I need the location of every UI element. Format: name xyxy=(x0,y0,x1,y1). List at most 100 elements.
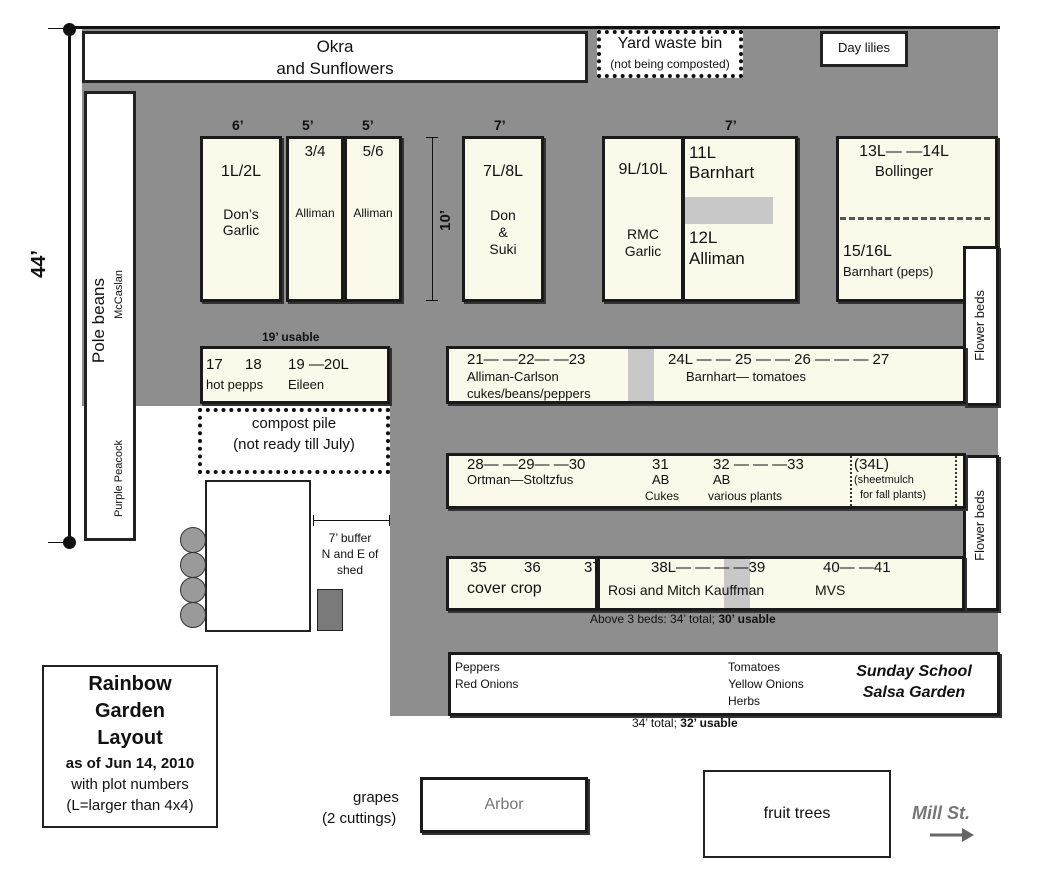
bed-18-num: 18 xyxy=(245,356,262,373)
buffer-tick-right xyxy=(389,515,390,526)
yard-waste-bin xyxy=(597,30,743,78)
row-34-name-2: for fall plants) xyxy=(860,489,927,501)
legend-date: as of Jun 14, 2010 xyxy=(65,755,195,772)
buffer-line xyxy=(313,520,390,521)
bed-9L-10L xyxy=(602,136,684,302)
above-three-note-plain: Above 3 beds: 34’ total; xyxy=(590,612,719,626)
bed-17-20L xyxy=(200,346,390,404)
arbor-label: Arbor xyxy=(484,796,524,813)
row-35-num: 35 xyxy=(470,559,487,576)
rain-barrel-1 xyxy=(180,527,206,553)
salsa-title-2: Salsa Garden xyxy=(862,684,966,701)
bed-15-num: 15/16L xyxy=(843,243,892,260)
mill-st-label: Mill St. xyxy=(912,803,970,823)
salsa-note-bold: 32’ usable xyxy=(680,716,738,730)
buffer-label-2: N and E of xyxy=(321,547,379,561)
fruit-trees-area xyxy=(703,770,891,858)
row-40-num: 40— —41 xyxy=(823,559,891,576)
above-three-note-bold: 30’ usable xyxy=(718,612,776,626)
left-tick-top xyxy=(48,28,70,29)
dimension-dot-top xyxy=(63,23,76,36)
height-label: 44’ xyxy=(28,250,50,278)
row-34-divider-left xyxy=(850,456,852,506)
row-35-name: cover crop xyxy=(467,580,542,597)
width-label-7b: 7’ xyxy=(725,117,737,133)
buffer-label-1: 7’ buffer xyxy=(328,531,372,545)
bed-7-name-1: Don xyxy=(490,207,516,223)
bed-1-name-2: Garlic xyxy=(222,222,260,238)
bed-5-name: Alliman xyxy=(353,206,393,220)
ten-foot-tick-bottom xyxy=(426,300,438,301)
width-label-5b: 5’ xyxy=(362,117,374,133)
okra-label-2: and Sunflowers xyxy=(276,59,394,78)
bed-9-num: 9L/10L xyxy=(618,161,668,178)
ten-foot-label: 10’ xyxy=(437,210,454,231)
shed xyxy=(205,480,311,632)
shed-bin xyxy=(317,589,343,631)
rain-barrel-3 xyxy=(180,577,206,603)
day-lilies-bed xyxy=(820,31,908,67)
okra-bed xyxy=(82,31,588,83)
row-24-num: 24L — — 25 — — 26 — — — 27 xyxy=(668,351,890,368)
height-dimension-line xyxy=(68,28,71,543)
legend-title-1: Rainbow xyxy=(88,673,172,695)
pole-beans-label: Pole beans xyxy=(89,278,108,364)
bed-3-name: Alliman xyxy=(295,206,335,220)
salsa-mid-2: Yellow Onions xyxy=(728,677,804,691)
bed-13-num: 13L— —14L xyxy=(859,143,949,160)
salsa-note: 34’ total; 32’ usable xyxy=(632,716,738,731)
bed-15-name: Barnhart (peps) xyxy=(843,264,934,279)
salsa-left-2: Red Onions xyxy=(455,677,519,691)
row-38-name: Rosi and Mitch Kauffman xyxy=(608,582,765,598)
salsa-note-plain: 34’ total; xyxy=(632,716,681,730)
width-label-5a: 5’ xyxy=(302,117,314,133)
row-38-path xyxy=(724,559,750,608)
row-34-num: (34L) xyxy=(854,456,890,473)
bed-7L-8L xyxy=(462,136,544,302)
ten-foot-line xyxy=(432,137,433,301)
bed-11-name: Barnhart xyxy=(689,163,755,182)
row-38-num: 38L— — — —39 xyxy=(651,559,766,576)
bed-1-name-1: Don’s xyxy=(223,206,259,222)
bed-9-name-2: Garlic xyxy=(624,243,662,259)
salsa-title-1: Sunday School xyxy=(856,663,972,680)
row-32-num: 32 — — —33 xyxy=(713,456,804,473)
bed-1L-2L xyxy=(200,136,282,302)
legend-line-6: (L=larger than 4x4) xyxy=(66,797,194,814)
compost-label-2: (not ready till July) xyxy=(233,436,355,453)
bed-12-num: 12L xyxy=(689,228,718,247)
arbor xyxy=(420,777,588,833)
bed-12-name: Alliman xyxy=(689,249,745,268)
arrow-right-icon xyxy=(930,828,974,842)
buffer-label-3: shed xyxy=(336,563,364,577)
above-three-beds-note: Above 3 beds: 34’ total; 30’ usable xyxy=(590,612,776,627)
left-tick-bottom xyxy=(48,542,70,543)
bed-7-name-3: Suki xyxy=(489,241,517,257)
width-label-6: 6’ xyxy=(232,117,244,133)
compost-pile xyxy=(198,408,390,474)
row-31-name-1: AB xyxy=(652,472,670,487)
rain-barrel-4 xyxy=(180,602,206,628)
bed-19-name: Eileen xyxy=(288,377,325,392)
row-34-divider-right xyxy=(955,456,957,506)
grapes-label-2: (2 cuttings) xyxy=(322,810,397,827)
row-21-name-1: Alliman-Carlson xyxy=(467,369,559,384)
row-21-27 xyxy=(446,346,966,404)
bed-5-6 xyxy=(344,136,402,302)
legend-title-3: Layout xyxy=(97,727,163,749)
yard-waste-sublabel: (not being composted) xyxy=(610,57,730,71)
row-36-num: 36 xyxy=(524,559,541,576)
row-32-name-1: AB xyxy=(713,472,731,487)
salsa-mid-1: Tomatoes xyxy=(727,660,781,674)
pole-beans-bed xyxy=(84,91,136,541)
top-boundary-line xyxy=(70,26,1000,29)
legend-line-5: with plot numbers xyxy=(71,776,189,793)
compost-label-1: compost pile xyxy=(251,415,337,432)
row-35-37 xyxy=(446,556,598,611)
row-28-34L xyxy=(446,453,966,509)
day-lilies-label: Day lilies xyxy=(837,40,890,55)
row-38L-41 xyxy=(597,556,965,611)
bed-3-4 xyxy=(286,136,344,302)
flower-bed-lower xyxy=(963,455,999,611)
row-28-name: Ortman—Stoltzfus xyxy=(467,472,574,487)
